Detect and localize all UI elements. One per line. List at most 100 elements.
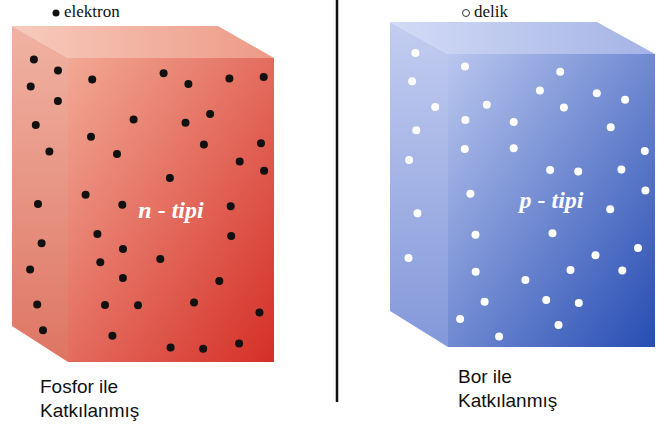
cube-front-face (68, 58, 274, 362)
carrier-dot (408, 77, 416, 85)
carrier-dot (227, 202, 235, 210)
carrier-dot (257, 139, 265, 147)
carrier-dot (199, 345, 207, 353)
doping-caption: Fosfor ile Katkılanmış (40, 375, 165, 423)
cube-shape (390, 22, 655, 347)
carrier-dot (34, 200, 42, 208)
carrier-dot (166, 174, 174, 182)
carrier-dot (414, 209, 422, 217)
carrier-dot (39, 326, 47, 334)
carrier-dot (461, 116, 469, 124)
carrier-dot (108, 332, 116, 340)
cube-front-face (448, 54, 655, 347)
carrier-dot (567, 266, 575, 274)
carrier-dot (82, 191, 90, 199)
legend-sample (463, 10, 470, 17)
carrier-dot (182, 119, 190, 127)
carrier-dot (260, 167, 268, 175)
cube-shape (12, 26, 274, 362)
carrier-dot (521, 276, 529, 284)
carrier-dot (461, 145, 469, 153)
carrier-dot (119, 245, 127, 253)
carrier-dot (190, 299, 198, 307)
carrier-dot (641, 147, 649, 155)
carrier-dot (592, 251, 600, 259)
cube-node: p - tipiBor ile Katkılanmış (390, 22, 655, 347)
carrier-dot (574, 167, 582, 175)
carrier-dot (118, 201, 126, 209)
carrier-dot (87, 133, 95, 141)
cube-side-face (12, 26, 68, 362)
carrier-dot (54, 66, 62, 74)
carrier-dot (575, 299, 583, 307)
legend-text: elektron (64, 2, 120, 22)
type-label: n - tipi (138, 196, 203, 225)
carrier-dot (260, 73, 268, 81)
carrier-dot (32, 121, 40, 129)
carrier-dot (134, 301, 142, 309)
carrier-dot (156, 255, 164, 263)
carrier-dot (88, 76, 96, 84)
carrier-dot (542, 296, 550, 304)
carrier-dot (236, 157, 244, 165)
carrier-dot (472, 231, 480, 239)
carrier-dot (225, 74, 233, 82)
legend-dot (460, 7, 472, 19)
carrier-dot (555, 321, 563, 329)
carrier-dot (495, 333, 503, 341)
carrier-dot (200, 141, 208, 149)
carrier-dot (461, 63, 469, 71)
carrier-dot (96, 258, 104, 266)
carrier-dot (27, 83, 35, 91)
carrier-dot (621, 96, 629, 104)
carrier-dot (412, 126, 420, 134)
carrier-dot (30, 56, 38, 64)
carrier-dot (405, 156, 413, 164)
carrier-dot (113, 150, 121, 158)
cube-side-face (390, 22, 448, 347)
carrier-dot (466, 190, 474, 198)
carrier-dot (54, 97, 62, 105)
carrier-dot (560, 104, 568, 112)
carrier-dot (26, 266, 34, 274)
carrier-dot (618, 266, 626, 274)
cube-node: n - tipiFosfor ile Katkılanmış (12, 26, 274, 362)
carrier-dot (405, 254, 413, 262)
carrier-dot (607, 123, 615, 131)
carrier-dot (101, 301, 109, 309)
carrier-dot (606, 205, 614, 213)
carrier-dot (130, 116, 138, 124)
carrier-dot (483, 101, 491, 109)
carrier-dot (634, 244, 642, 252)
carrier-dot (546, 166, 554, 174)
carrier-dot (184, 80, 192, 88)
carrier-dot (227, 232, 235, 240)
carrier-dot (411, 49, 419, 57)
carrier-dot (167, 344, 175, 352)
carrier-dot (206, 110, 214, 118)
carrier-dot (617, 166, 625, 174)
legend-text: delik (474, 2, 508, 22)
legend-sample (53, 10, 60, 17)
carrier-dot (510, 118, 518, 126)
carrier-dot (549, 229, 557, 237)
carrier-dot (160, 69, 168, 77)
carrier-dot (456, 315, 464, 323)
carrier-dot (641, 186, 649, 194)
carrier-dot (235, 340, 243, 348)
carrier-dot (93, 230, 101, 238)
type-label: p - tipi (520, 186, 584, 215)
carrier-dot (45, 148, 53, 156)
carrier-dot (33, 301, 41, 309)
carrier-dot (119, 274, 127, 282)
carrier-dot (593, 89, 601, 97)
separator (336, 0, 339, 402)
carrier-dot (256, 309, 264, 317)
carrier-dot (481, 298, 489, 306)
carrier-dot (556, 68, 564, 76)
carrier-dot (38, 239, 46, 247)
carrier-dot (215, 277, 223, 285)
carrier-dot (472, 268, 480, 276)
legend-dot (50, 7, 62, 19)
doping-caption: Bor ile Katkılanmış (458, 365, 583, 413)
